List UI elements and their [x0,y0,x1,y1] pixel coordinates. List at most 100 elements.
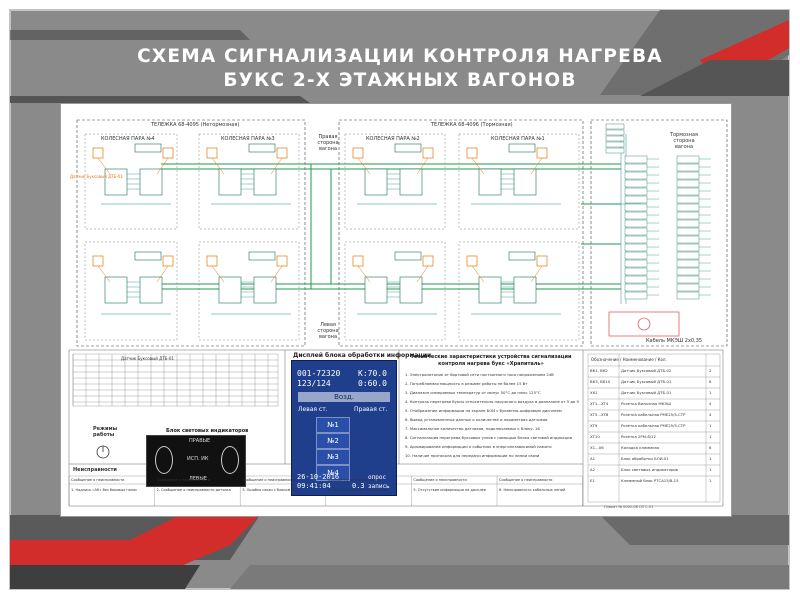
indicator-panel: ПРАВЫЕ ИСП. ИК ЛЕВЫЕ [146,435,246,487]
terminal-strip [508,251,536,261]
legend-cell: А1 [590,456,596,461]
display-right-side: Правая ст. [354,406,388,413]
display-item-4: №4 [316,465,350,481]
display-k-value: К:70.0 [358,369,387,378]
terminal-cell [676,235,700,244]
terminal-cell [676,179,700,188]
legend-cell: Колодка клеммная [621,445,660,450]
terminal-cell [676,251,700,260]
sensor-icon [536,147,548,159]
sensor-icon [162,255,174,267]
terminal-cell [605,135,625,142]
legend-header: Обозначение / Наименование / Кол. [591,357,667,362]
terminal-cell [624,251,648,260]
legend-cell: А2 [590,467,596,472]
spec-line: 1. Электропитание от бортовой сети посто… [405,372,554,377]
faults-title: Неисправности [73,467,117,473]
junction-box [139,168,163,196]
legend-cell: Датчик Буксовый ДТБ-02 [621,368,672,373]
indicator-center-label: ИСП. ИК [187,456,209,462]
fault-column-header: Сообщение о неисправности [242,478,296,482]
terminal-cell [605,123,625,130]
legend-cell: Блок обработки БОИ-01 [621,456,669,461]
legend-cell: 4 [709,412,712,417]
display-left-side: Левая ст. [298,406,328,413]
display-car-number: 001-72320 [297,369,341,378]
junction-box [218,168,242,196]
display-date: 26-10-2016 [297,473,340,481]
indicator-title: Блок световых индикаторов [166,428,249,434]
spec-line: 10. Наличие протокола для передачи инфор… [405,453,540,458]
terminal-cell [605,141,625,148]
terminal-cell [624,227,648,236]
terminal-cell [676,275,700,284]
schematic-sheet: ТЕЛЕЖКА 68-4095 (Нетормозная) ТЕЛЕЖКА 68… [60,103,732,517]
terminal-cell [624,187,648,196]
terminal-cell [624,155,648,164]
junction-box [104,168,128,196]
spec-line: 6. Вывод установленных данных о количест… [405,417,548,422]
indicator-lamp-1 [155,446,173,474]
fault-column-header: Сообщение о неисправности [156,478,211,482]
sensor-icon [276,255,288,267]
fault-item: 6. Неисправность кабельных линий [499,488,566,492]
spec-line: 7. Максимальное количество датчиков, под… [405,426,540,431]
title-line-2: БУКС 2-Х ЭТАЖНЫХ ВАГОНОВ [223,70,577,91]
terminal-cell [605,129,625,136]
terminal-cell [624,211,648,220]
junction-box [364,276,388,304]
terminal-cell [676,283,700,292]
legend-cell: Датчик Буксовый ДТБ-01 [621,379,672,384]
terminal-cell [624,283,648,292]
terminal-cell [624,171,648,180]
terminal-strip [508,143,536,153]
terminal-cell [624,195,648,204]
junction-box [253,168,277,196]
legend-cell: ВК1, ВК2 [590,368,608,373]
terminal-cell [676,155,700,164]
junction-box [513,168,537,196]
legend-cell: 1 [709,467,712,472]
terminal-cell [624,275,648,284]
right-side-label: Правая сторона вагона [317,134,339,152]
terminal-cell [624,219,648,228]
junction-box [139,276,163,304]
terminal-cell [624,203,648,212]
terminal-cell [676,203,700,212]
fault-item: 4. Несоответствие температуры [327,488,388,492]
fault-column-header: Сообщение о неисправности [413,478,467,482]
terminal-cell [676,219,700,228]
bogie-right-label: ТЕЛЕЖКА 68-4096 (Тормозная) [431,122,513,128]
display-ratio: 0.3 [352,482,365,490]
legend-cell: 2 [709,368,712,373]
terminal-strip [394,251,422,261]
legend-cell: 1 [709,456,712,461]
terminal-cell [624,179,648,188]
sensor-icon [422,255,434,267]
wheelset-1-label: КОЛЕСНАЯ ПАРА №1 [491,136,545,142]
title-line-1: СХЕМА СИГНАЛИЗАЦИИ КОНТРОЛЯ НАГРЕВА [137,46,663,67]
footer-code: Плакат № 0002-06 ОЗ С-01 [604,505,654,509]
legend-cell: 1 [709,423,712,428]
legend-cell: 6 [709,445,712,450]
display-time-value: 0:60.0 [358,379,387,388]
sensor-icon [162,147,174,159]
terminal-strip [394,143,422,153]
terminal-cell [624,235,648,244]
legend-cell: Розетка 2РМ-8/12 [621,434,656,439]
display-item-1: №1 [316,417,350,433]
junction-box [253,276,277,304]
terminal-cell [676,187,700,196]
terminal-strip [134,251,162,261]
display-title: Дисплей блока обработки информации [293,352,432,359]
modes-title-1: Режимы [93,426,118,432]
legend-cell: Датчик Буксовый ДТБ-01 [621,390,672,395]
terminal-cell [676,259,700,268]
sensor-icon [206,147,218,159]
terminal-cell [624,163,648,172]
legend-cell: Розетка кабельная РМЕ25/5-СТР [621,423,686,428]
specs-title-line-2: контроля нагрева букс «Храпиталь» [438,361,544,367]
terminal-cell [676,227,700,236]
terminal-cell [624,243,648,252]
sensor-icon [422,147,434,159]
